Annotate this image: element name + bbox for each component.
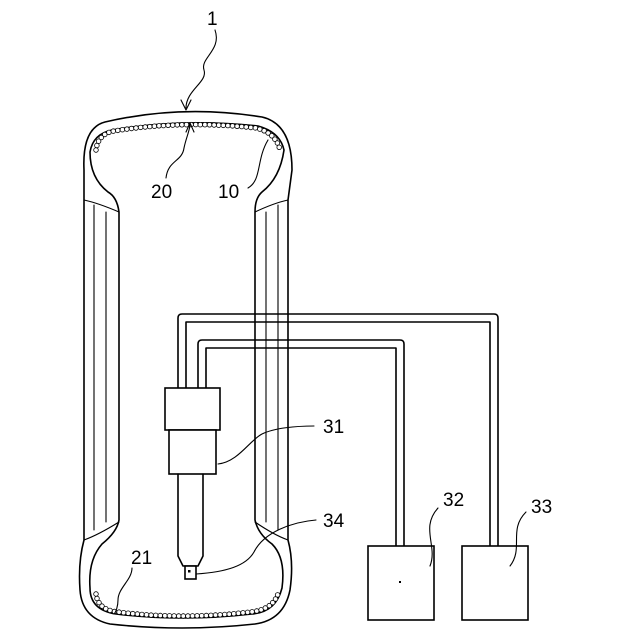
sealant-bead xyxy=(149,613,154,618)
label-nozzle-tip: 34 xyxy=(323,511,345,532)
sealant-bead xyxy=(212,123,217,128)
sealant-layer-top xyxy=(94,122,282,152)
label-lower-inner: 21 xyxy=(131,548,152,569)
sealant-bead xyxy=(241,611,246,616)
label-assembly: 1 xyxy=(207,9,218,30)
sealant-bead xyxy=(230,124,235,129)
supply-box-33 xyxy=(462,546,528,620)
sealant-bead xyxy=(125,127,130,132)
sealant-bead xyxy=(175,123,180,128)
sealant-bead xyxy=(195,614,200,619)
sealant-bead xyxy=(138,125,143,130)
sealant-bead xyxy=(254,609,259,614)
label-tire: 10 xyxy=(218,182,239,203)
sealant-bead xyxy=(186,614,191,619)
sealant-bead xyxy=(172,614,177,619)
sealant-bead xyxy=(117,610,122,615)
sealant-bead xyxy=(221,123,226,128)
nozzle-unit xyxy=(165,388,220,579)
sealant-bead xyxy=(153,613,158,618)
sealant-layer-bottom xyxy=(94,592,280,619)
sealant-bead xyxy=(190,614,195,619)
label-inner-surface: 20 xyxy=(151,182,172,203)
label-supply-unit-a: 32 xyxy=(443,490,464,511)
sealant-bead xyxy=(134,126,139,131)
sealant-bead xyxy=(176,614,181,619)
sealant-bead xyxy=(204,613,209,618)
sealant-bead xyxy=(209,613,214,618)
sealant-bead xyxy=(216,123,221,128)
sealant-bead xyxy=(244,125,249,130)
sealant-bead xyxy=(108,608,113,613)
sealant-bead xyxy=(250,610,255,615)
sealant-bead xyxy=(239,124,244,129)
sealant-bead xyxy=(277,145,282,150)
label-supply-unit-b: 33 xyxy=(531,497,552,518)
sealant-bead xyxy=(116,128,121,133)
sealant-bead xyxy=(121,610,126,615)
sealant-bead xyxy=(232,611,237,616)
sealant-bead xyxy=(181,614,186,619)
sealant-bead xyxy=(140,612,145,617)
sealant-bead xyxy=(131,611,136,616)
sealant-bead xyxy=(203,122,208,127)
sealant-bead xyxy=(236,611,241,616)
sealant-bead xyxy=(143,125,148,130)
sealant-bead xyxy=(167,614,172,619)
sealant-bead xyxy=(135,612,140,617)
sealant-bead xyxy=(107,130,112,135)
sealant-bead xyxy=(199,613,204,618)
sealant-bead xyxy=(94,592,99,597)
sealant-bead xyxy=(245,610,250,615)
sealant-bead xyxy=(198,122,203,127)
sealant-bead xyxy=(170,123,175,128)
sealant-bead xyxy=(161,123,166,128)
label-nozzle-unit: 31 xyxy=(323,417,344,438)
sealant-bead xyxy=(166,123,171,128)
sealant-bead xyxy=(275,593,280,598)
sealant-bead xyxy=(126,611,131,616)
sealant-bead xyxy=(129,126,134,131)
sealant-bead xyxy=(158,613,163,618)
sealant-bead xyxy=(213,613,218,618)
sealant-bead xyxy=(235,124,240,129)
sealant-bead xyxy=(111,129,116,134)
sealant-bead xyxy=(218,613,223,618)
box-32-mark xyxy=(399,581,401,583)
sealant-bead xyxy=(249,125,254,130)
sealant-bead xyxy=(227,612,232,617)
sealant-bead xyxy=(152,124,157,129)
sealant-bead xyxy=(226,123,231,128)
sealant-bead xyxy=(120,127,125,132)
sealant-bead xyxy=(222,612,227,617)
sealant-bead xyxy=(157,124,162,129)
sealant-bead xyxy=(193,122,198,127)
sealant-bead xyxy=(148,124,153,129)
sealant-bead xyxy=(253,126,258,131)
sealant-bead xyxy=(207,123,212,128)
sealant-bead xyxy=(180,123,185,128)
sealant-bead xyxy=(163,613,168,618)
sealant-bead xyxy=(144,613,149,618)
sealant-bead xyxy=(94,148,99,153)
